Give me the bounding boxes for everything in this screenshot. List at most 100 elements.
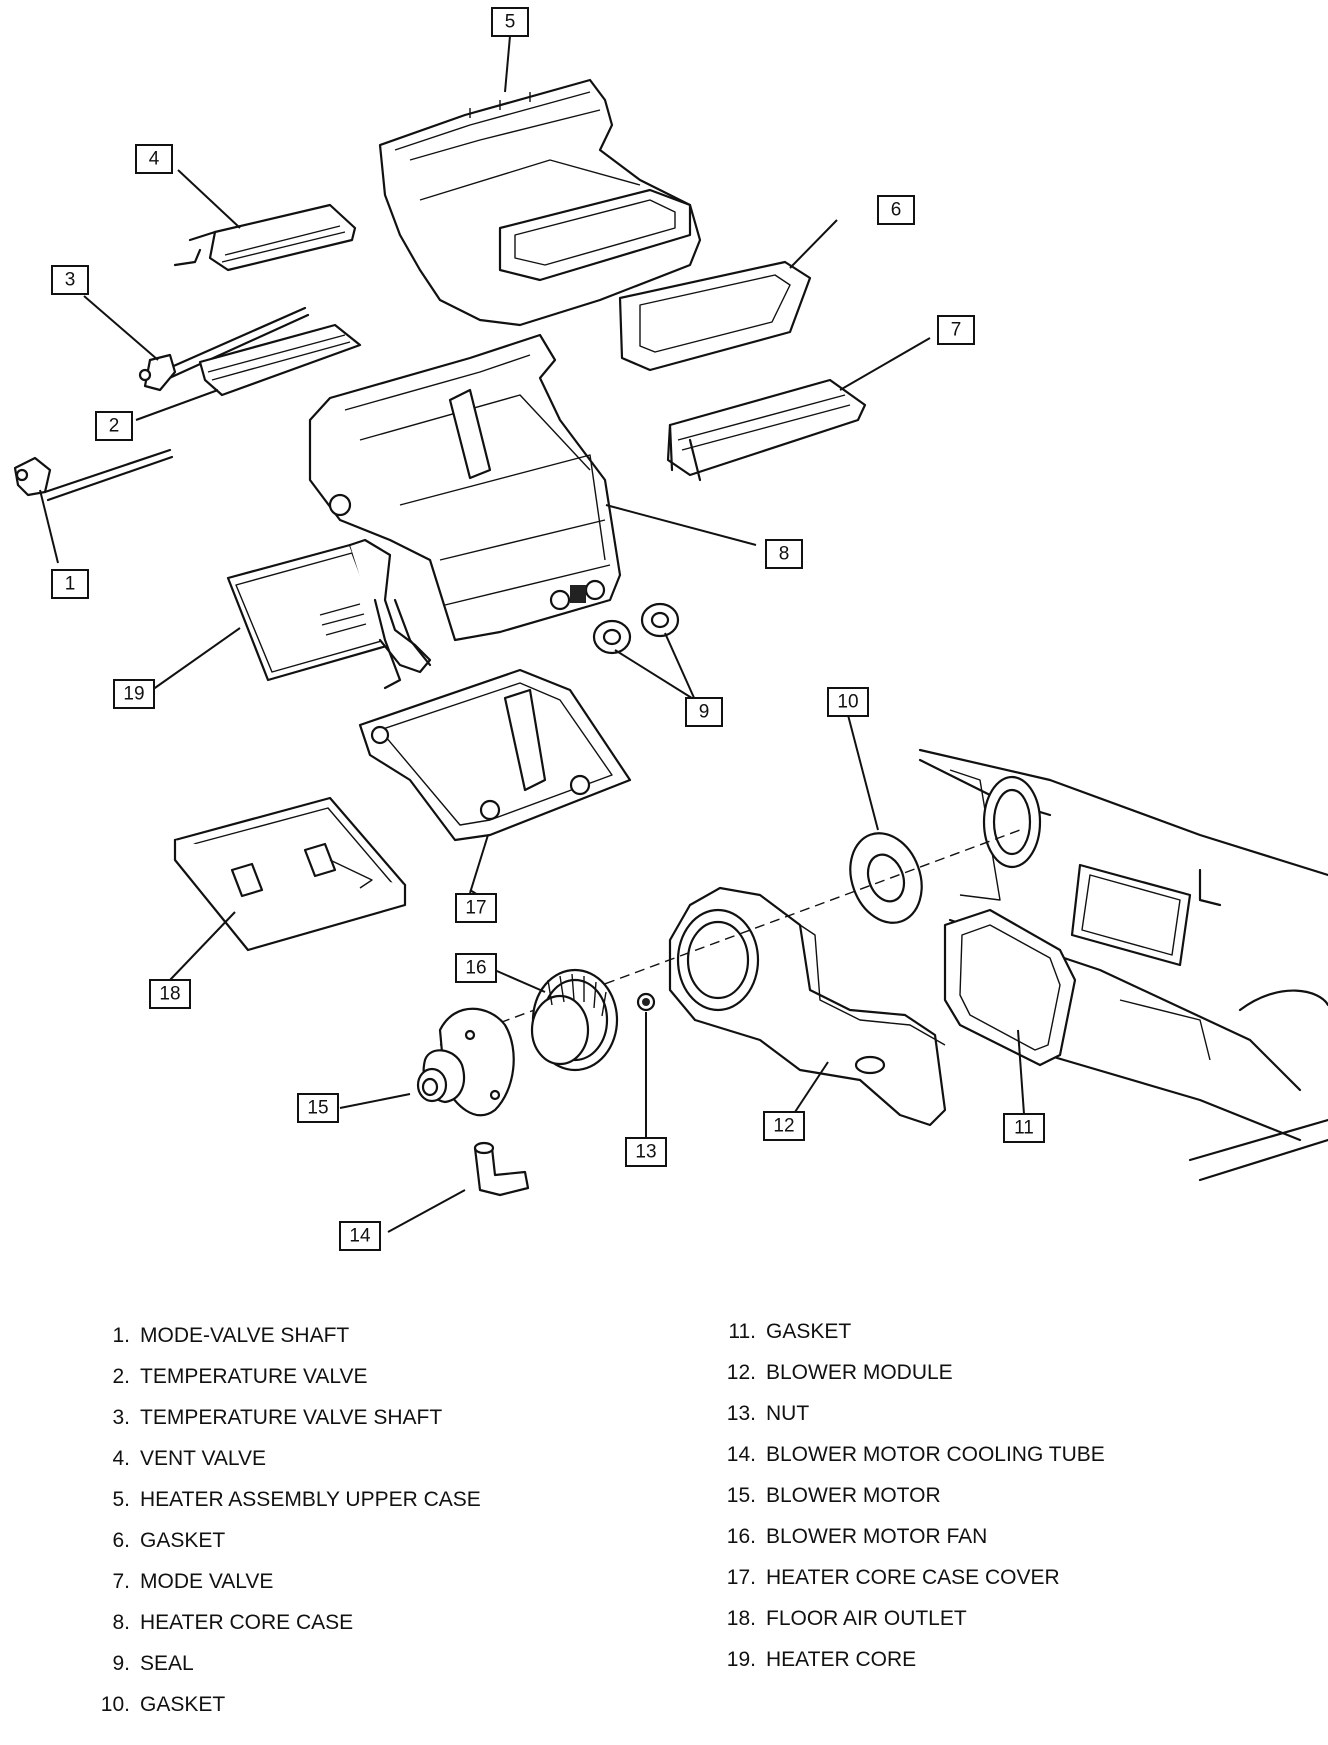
svg-text:18.: 18. <box>727 1607 756 1630</box>
callout-15: 15 <box>297 1093 339 1123</box>
part-mode-valve <box>666 378 867 482</box>
svg-text:6.: 6. <box>112 1529 130 1552</box>
svg-text:2: 2 <box>109 416 120 437</box>
part-heater-upper-case <box>378 78 702 327</box>
callout-9: 9 <box>685 697 723 727</box>
svg-text:5: 5 <box>505 12 516 33</box>
callout-1: 1 <box>51 569 89 599</box>
svg-text:7: 7 <box>951 320 962 341</box>
callout-3: 3 <box>51 265 89 295</box>
svg-text:19: 19 <box>123 684 144 705</box>
part-temp-valve-shaft <box>138 306 310 392</box>
svg-text:NUT: NUT <box>766 1402 809 1425</box>
callout-14: 14 <box>339 1221 381 1251</box>
legend-item-19: 19. HEATER CORE <box>727 1648 916 1671</box>
legend-left: 1.MODE-VALVE SHAFT 2.TEMPERATURE VALVE 3… <box>101 1324 481 1716</box>
legend-item-7: 7.MODE VALVE <box>112 1570 273 1593</box>
svg-text:16.: 16. <box>727 1525 756 1548</box>
svg-text:FLOOR AIR OUTLET: FLOOR AIR OUTLET <box>766 1607 967 1630</box>
callout-12: 12 <box>763 1111 805 1141</box>
part-gasket-6 <box>618 260 812 372</box>
svg-text:SEAL: SEAL <box>140 1652 194 1675</box>
callout-6: 6 <box>877 195 915 225</box>
svg-text:5.: 5. <box>112 1488 130 1511</box>
svg-text:19.: 19. <box>727 1648 756 1671</box>
svg-text:2.: 2. <box>112 1365 130 1388</box>
svg-text:12: 12 <box>773 1116 794 1137</box>
svg-text:8.: 8. <box>112 1611 130 1634</box>
leader-lines <box>39 35 1025 1233</box>
svg-text:17.: 17. <box>727 1566 756 1589</box>
svg-text:HEATER CORE CASE COVER: HEATER CORE CASE COVER <box>766 1566 1060 1589</box>
part-gasket-11 <box>943 908 1077 1067</box>
part-heater-core <box>226 538 432 690</box>
legend-item-9: 9. SEAL <box>112 1652 193 1675</box>
svg-text:10: 10 <box>837 692 858 713</box>
part-heater-core-case <box>308 333 622 642</box>
part-temp-valve <box>198 323 362 397</box>
legend-item-11: 11.GASKET <box>728 1320 851 1343</box>
callout-18: 18 <box>149 979 191 1009</box>
svg-text:14: 14 <box>349 1226 371 1247</box>
callout-16: 16 <box>455 953 497 983</box>
svg-text:GASKET: GASKET <box>140 1693 225 1716</box>
callout-11: 11 <box>1003 1113 1045 1143</box>
svg-text:TEMPERATURE VALVE SHAFT: TEMPERATURE VALVE SHAFT <box>140 1406 442 1429</box>
legend-item-17: 17. HEATER CORE CASE COVER <box>727 1566 1060 1589</box>
svg-text:GASKET: GASKET <box>140 1529 225 1552</box>
legend-item-18: 18. FLOOR AIR OUTLET <box>727 1607 967 1630</box>
part-blower-motor <box>416 1007 515 1117</box>
legend-item-4: 4. VENT VALVE <box>112 1447 266 1470</box>
callout-4: 4 <box>135 144 173 174</box>
legend-item-8: 8. HEATER CORE CASE <box>112 1611 353 1634</box>
part-blower-module <box>668 886 947 1127</box>
svg-text:4.: 4. <box>112 1447 130 1470</box>
callout-10: 10 <box>827 687 869 717</box>
legend-item-6: 6. GASKET <box>112 1529 225 1552</box>
part-vent-valve <box>173 203 357 272</box>
svg-text:BLOWER MODULE: BLOWER MODULE <box>766 1361 953 1384</box>
legend-item-3: 3. TEMPERATURE VALVE SHAFT <box>112 1406 442 1429</box>
legend-item-2: 2.TEMPERATURE VALVE <box>112 1365 367 1388</box>
svg-text:15.: 15. <box>727 1484 756 1507</box>
part-seals <box>592 602 680 655</box>
svg-text:13.: 13. <box>727 1402 756 1425</box>
svg-text:8: 8 <box>779 544 790 565</box>
svg-text:HEATER CORE: HEATER CORE <box>766 1648 916 1671</box>
part-mode-valve-shaft <box>13 448 174 502</box>
legend-item-5: 5. HEATER ASSEMBLY UPPER CASE <box>112 1488 480 1511</box>
callout-7: 7 <box>937 315 975 345</box>
callout-5: 5 <box>491 7 529 37</box>
svg-text:11: 11 <box>1014 1118 1034 1139</box>
svg-text:4: 4 <box>149 149 160 170</box>
svg-text:HEATER ASSEMBLY UPPER CASE: HEATER ASSEMBLY UPPER CASE <box>140 1488 481 1511</box>
svg-text:15: 15 <box>307 1098 328 1119</box>
legend-item-12: 12. BLOWER MODULE <box>727 1361 953 1384</box>
svg-text:17: 17 <box>465 898 486 919</box>
svg-text:VENT VALVE: VENT VALVE <box>140 1447 266 1470</box>
part-gasket-10 <box>849 832 923 924</box>
svg-text:6: 6 <box>891 200 902 221</box>
legend-item-1: 1.MODE-VALVE SHAFT <box>112 1324 349 1347</box>
part-heater-core-case-cover <box>358 668 632 842</box>
svg-text:11.: 11. <box>728 1320 756 1343</box>
svg-text:9.: 9. <box>112 1652 130 1675</box>
svg-text:HEATER CORE CASE: HEATER CORE CASE <box>140 1611 353 1634</box>
callout-2: 2 <box>95 411 133 441</box>
part-cooling-tube <box>473 1141 530 1197</box>
svg-text:3: 3 <box>65 270 76 291</box>
svg-text:BLOWER MOTOR: BLOWER MOTOR <box>766 1484 941 1507</box>
svg-text:1: 1 <box>65 574 76 595</box>
legend-right: 11.GASKET 12. BLOWER MODULE 13. NUT 14. BLO… <box>727 1320 1105 1671</box>
svg-text:3.: 3. <box>112 1406 130 1429</box>
svg-text:18: 18 <box>159 984 180 1005</box>
svg-text:14.: 14. <box>727 1443 756 1466</box>
svg-text:9: 9 <box>699 702 710 723</box>
svg-text:12.: 12. <box>727 1361 756 1384</box>
legend-item-10: 10.GASKET <box>101 1693 226 1716</box>
svg-text:MODE VALVE: MODE VALVE <box>140 1570 273 1593</box>
part-blower-motor-fan <box>530 968 619 1072</box>
callout-17: 17 <box>455 893 497 923</box>
